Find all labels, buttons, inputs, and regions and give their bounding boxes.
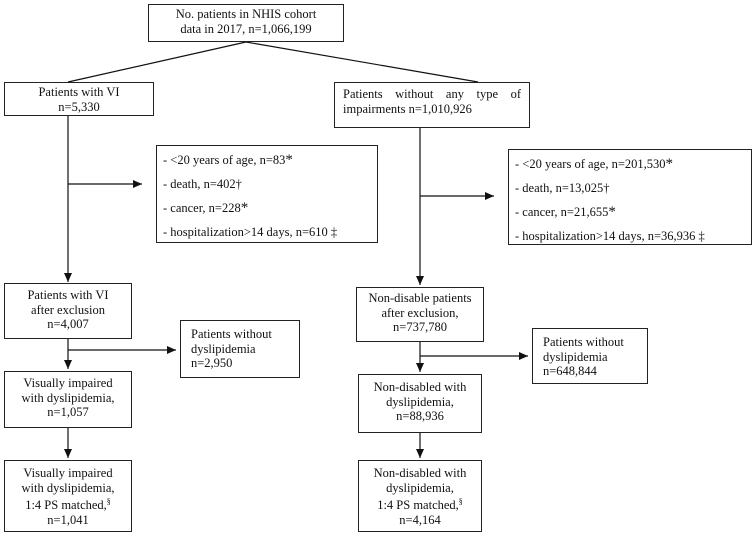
section-mark-icon: § xyxy=(458,497,463,506)
double-dagger-mark-icon: ‡ xyxy=(330,225,338,239)
non-impaired-matched-ratio: 1:4 PS matched, xyxy=(377,498,459,513)
asterisk-mark-icon: * xyxy=(285,152,293,168)
asterisk-mark-icon: * xyxy=(665,156,674,172)
non-impaired-patients-box: Patients without any type of impairments… xyxy=(334,82,530,128)
vi-with-line3: n=1,057 xyxy=(47,405,89,419)
vi-with-line1: Visually impaired xyxy=(23,376,113,390)
non-impaired-line2: impairments n=1,010,926 xyxy=(343,101,472,116)
non-impaired-after-line1: Non-disable patients xyxy=(368,291,472,305)
non-impaired-without-line1: Patients without xyxy=(543,335,624,349)
non-impaired-after-line3: n=737,780 xyxy=(393,320,447,334)
vi-patients-line1: Patients with VI xyxy=(38,85,120,99)
section-mark-icon: § xyxy=(106,497,111,506)
vi-exclusion-hosp-text: - hospitalization>14 days, n=610 xyxy=(163,225,328,239)
vi-exclusion-item: - death, n=402† xyxy=(163,172,371,196)
non-impaired-exclusion-item: - cancer, n=21,655* xyxy=(515,200,745,224)
vi-with-dyslipidemia-box: Visually impaired with dyslipidemia, n=1… xyxy=(4,371,132,428)
vi-without-line1: Patients without xyxy=(191,327,272,341)
non-impaired-exclusion-box: - <20 years of age, n=201,530* - death, … xyxy=(508,149,752,245)
non-impaired-exclusion-hosp-text: - hospitalization>14 days, n=36,936 xyxy=(515,229,696,243)
vi-patients-line2: n=5,330 xyxy=(58,99,100,114)
vi-without-line3: n=2,950 xyxy=(191,356,233,370)
vi-without-dyslipidemia-box: Patients without dyslipidemia n=2,950 xyxy=(180,320,300,378)
non-impaired-after-line2: after exclusion, xyxy=(381,305,459,320)
split-line-left xyxy=(67,41,247,83)
non-impaired-exclusion-item: - hospitalization>14 days, n=36,936 ‡ xyxy=(515,224,745,248)
vi-exclusion-age-text: - <20 years of age, n=83 xyxy=(163,153,286,167)
dagger-mark-icon: † xyxy=(235,177,242,191)
non-impaired-exclusion-death-text: - death, n=13,025 xyxy=(515,181,604,195)
vi-exclusion-box: - <20 years of age, n=83* - death, n=402… xyxy=(156,145,378,243)
vi-matched-line1: Visually impaired xyxy=(23,466,113,480)
cohort-total-line2: data in 2017, n=1,066,199 xyxy=(180,21,312,36)
non-impaired-line1: Patients without any type of xyxy=(343,87,521,101)
non-impaired-with-line1: Non-disabled with xyxy=(373,380,467,394)
non-impaired-without-dyslipidemia-box: Patients without dyslipidemia n=648,844 xyxy=(532,328,648,384)
asterisk-mark-icon: * xyxy=(240,200,249,216)
vi-exclusion-item: - <20 years of age, n=83* xyxy=(163,148,371,172)
non-impaired-with-line2: dyslipidemia, xyxy=(386,394,454,409)
vi-exclusion-cancer-text: - cancer, n=228 xyxy=(163,201,241,215)
cohort-total-line1: No. patients in NHIS cohort xyxy=(175,7,317,21)
non-impaired-without-line3: n=648,844 xyxy=(543,364,597,378)
double-dagger-mark-icon: ‡ xyxy=(698,229,705,243)
non-impaired-without-line2: dyslipidemia xyxy=(543,349,608,364)
non-impaired-with-dyslipidemia-box: Non-disabled with dyslipidemia, n=88,936 xyxy=(358,374,482,433)
non-impaired-exclusion-item: - death, n=13,025† xyxy=(515,176,745,200)
non-impaired-exclusion-item: - <20 years of age, n=201,530* xyxy=(515,152,745,176)
asterisk-mark-icon: * xyxy=(608,204,616,220)
non-impaired-after-exclusion-box: Non-disable patients after exclusion, n=… xyxy=(356,287,484,342)
dagger-mark-icon: † xyxy=(603,181,610,195)
cohort-total-box: No. patients in NHIS cohort data in 2017… xyxy=(148,4,344,42)
non-impaired-matched-box: Non-disabled with dyslipidemia, 1:4 PS m… xyxy=(358,460,482,532)
vi-patients-box: Patients with VI n=5,330 xyxy=(4,82,154,116)
vi-exclusion-item: - cancer, n=228* xyxy=(163,196,371,220)
vi-after-exclusion-box: Patients with VI after exclusion n=4,007 xyxy=(4,283,132,339)
vi-with-line2: with dyslipidemia, xyxy=(21,390,115,405)
non-impaired-matched-line1: Non-disabled with xyxy=(373,466,467,480)
vi-matched-line3: 1:4 PS matched,§ xyxy=(9,495,127,513)
non-impaired-exclusion-age-text: - <20 years of age, n=201,530 xyxy=(515,157,666,171)
vi-matched-box: Visually impaired with dyslipidemia, 1:4… xyxy=(4,460,132,532)
vi-after-line1: Patients with VI xyxy=(27,288,109,302)
vi-matched-line4: n=1,041 xyxy=(47,512,89,527)
vi-matched-line2: with dyslipidemia, xyxy=(21,480,115,495)
vi-exclusion-death-text: - death, n=402 xyxy=(163,177,236,191)
non-impaired-matched-line4: n=4,164 xyxy=(399,512,441,527)
non-impaired-exclusion-cancer-text: - cancer, n=21,655 xyxy=(515,205,609,219)
vi-without-line2: dyslipidemia xyxy=(191,341,256,356)
non-impaired-matched-line2: dyslipidemia, xyxy=(386,480,454,495)
vi-after-line3: n=4,007 xyxy=(47,317,89,331)
vi-exclusion-item: - hospitalization>14 days, n=610 ‡ xyxy=(163,220,371,244)
vi-matched-ratio: 1:4 PS matched, xyxy=(25,498,107,513)
split-line-right xyxy=(245,41,479,83)
vi-after-line2: after exclusion xyxy=(31,302,105,317)
non-impaired-matched-line3: 1:4 PS matched,§ xyxy=(363,495,477,513)
non-impaired-with-line3: n=88,936 xyxy=(396,409,444,423)
